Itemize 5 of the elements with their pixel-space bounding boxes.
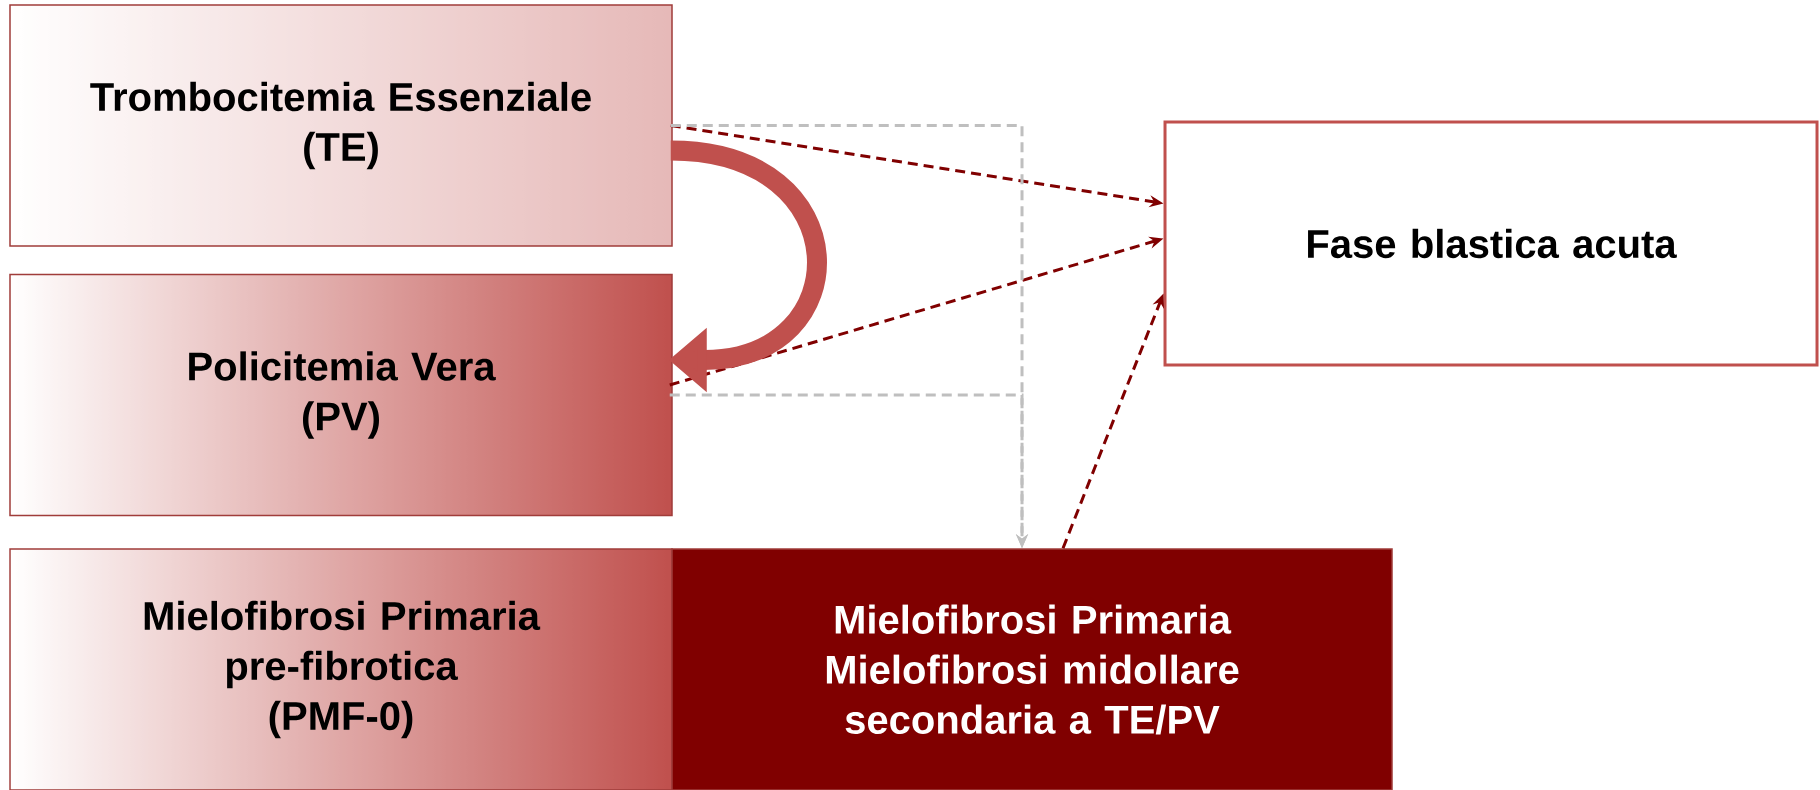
outcome-box: Mielofibrosi Primaria Mielofibrosi midollare secondaria a TE/PV: [671, 548, 1393, 790]
condition-box: Trombocitemia Essenziale (TE): [9, 4, 673, 247]
condition-box: Mielofibrosi Primaria pre-fibrotica (PMF-0): [9, 548, 673, 790]
condition-box: Policitemia Vera (PV): [9, 273, 673, 517]
outcome-box: Fase blastica acuta: [1163, 120, 1819, 367]
